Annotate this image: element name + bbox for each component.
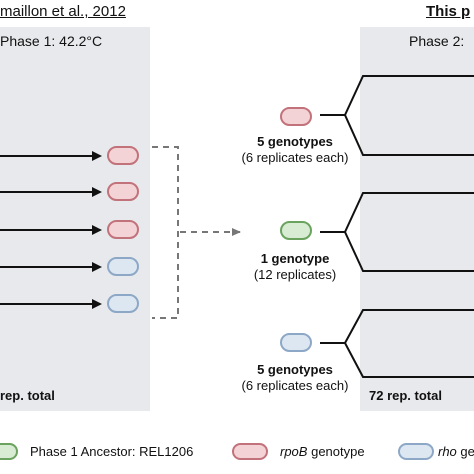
rho-legend-pill (398, 443, 434, 460)
phase-2-total: 72 rep. total (369, 388, 442, 403)
group-subtitle: (6 replicates each) (241, 378, 349, 393)
group-subtitle: (6 replicates each) (241, 150, 349, 165)
phase-2-panel (360, 27, 474, 411)
left-header-citation: maillon et al., 2012 (0, 3, 126, 20)
phase-2-label: Phase 2: (409, 33, 465, 49)
legend-rpoB-label: rpoB genotype (280, 444, 365, 459)
branch-group-3 (320, 309, 474, 378)
legend-ancestor-label: Phase 1 Ancestor: REL1206 (30, 444, 194, 459)
group-title: 1 genotype (260, 251, 330, 266)
phase-1-total: rep. total (0, 388, 55, 403)
phase-1-panel (0, 27, 150, 411)
group-title: 5 genotypes (257, 134, 333, 149)
group-title: 5 genotypes (257, 362, 333, 377)
rho-genotype-pill (107, 294, 139, 313)
group-label-ancestor: 1 genotype (12 replicates) (220, 251, 370, 283)
right-header-title: This p (426, 3, 471, 20)
rpoB-genotype-pill (280, 107, 312, 126)
branch-group-2 (320, 192, 474, 272)
legend-ancestor: Phase 1 Ancestor: REL1206 (0, 440, 220, 464)
rho-genotype-pill (107, 257, 139, 276)
rpoB-genotype-pill (107, 146, 139, 165)
ancestor-genotype-pill (280, 221, 312, 240)
phase-1-label: Phase 1: 42.2°C (0, 33, 103, 49)
rpoB-genotype-pill (107, 220, 139, 239)
legend-rpoB: rpoB genotype (232, 440, 392, 464)
ancestor-legend-pill (0, 443, 18, 460)
rpoB-genotype-pill (107, 182, 139, 201)
rho-genotype-pill (280, 333, 312, 352)
branch-group-1 (320, 75, 474, 156)
dashed-bracket (152, 146, 179, 319)
rpoB-legend-pill (232, 443, 268, 460)
legend-rho: rho ge (398, 440, 474, 464)
group-label-rpoB: 5 genotypes (6 replicates each) (220, 134, 370, 166)
group-label-rho: 5 genotypes (6 replicates each) (220, 362, 370, 394)
legend-rho-label: rho ge (438, 444, 474, 459)
group-subtitle: (12 replicates) (253, 267, 337, 282)
